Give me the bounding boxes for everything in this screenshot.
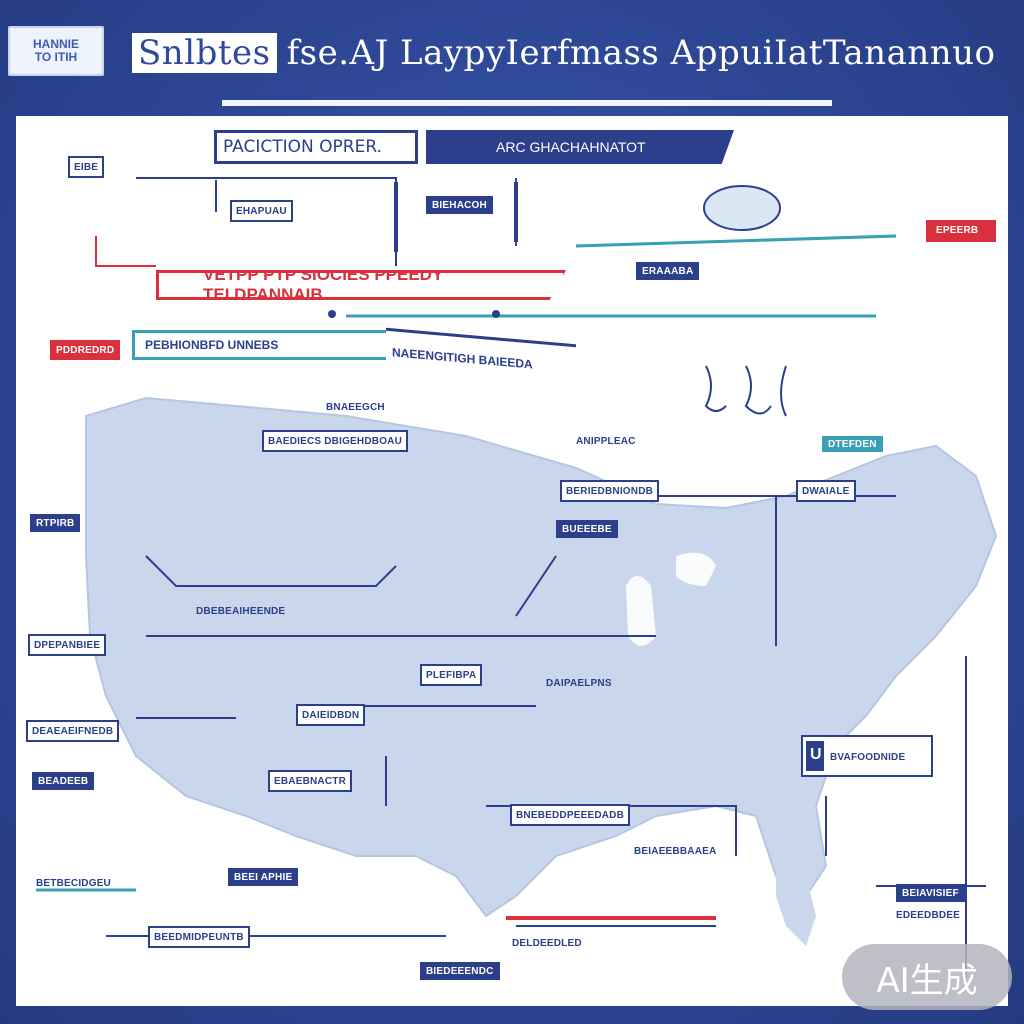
mid-label-a: BAEDIECS DBIGEHDBOAU: [262, 430, 409, 452]
west-label-b: DEAEAEIFNEDB: [26, 720, 120, 742]
right-dark-label: ERAAABA: [636, 262, 700, 280]
mid-label-c: ANIPPLEAC: [576, 435, 636, 447]
south-label-e: BIEDEEENDC: [420, 962, 500, 980]
east-label-b: DTEFDEN: [822, 436, 883, 452]
ribbon-right: ARC GHACHAHNATOT: [426, 130, 734, 164]
us-landmass: [85, 396, 998, 918]
teal-banner-left: PEBHIONBFD UNNEBS: [132, 330, 392, 360]
se-label-b: EDEEDBDEE: [896, 909, 961, 921]
map-panel: PACICTION OPRER. ARC GHACHAHNATOT VETPP …: [16, 116, 1008, 1006]
south-label-c: BEEDMIDPEUNTB: [148, 926, 250, 948]
top-divider: [222, 100, 832, 106]
red-banner: VETPP PTP SIOCIES PPEEDY TEI.DPANNAIB: [156, 270, 566, 300]
west-label-a: DPEPANBIEE: [28, 634, 107, 656]
florida: [776, 856, 816, 946]
box-u-text: BVAFOODNIDE: [830, 751, 906, 763]
right-red-label: EPEERB: [930, 220, 985, 240]
east-label-c: DWAIALE: [796, 480, 856, 502]
sw-label-b: DELDEEDLED: [512, 937, 582, 949]
grid-label: BIEHACOH: [426, 196, 493, 214]
title-part1: Snlbtes: [132, 33, 277, 73]
page-title: Snlbtes fse.AJ LaypyIerfmass AppuiIatTan…: [132, 26, 1012, 80]
ribbon-left: PACICTION OPRER.: [214, 130, 418, 164]
center-label-c: DAIEIDBDN: [296, 704, 366, 726]
left-red-label: PDDREDRD: [50, 340, 121, 360]
badge-line1: HANNIE: [32, 37, 79, 51]
tl-label: EIBE: [68, 156, 105, 178]
south-label-a: BNEBEDDPEEEDADB: [510, 804, 631, 826]
center-label-a: PLEFIBPA: [420, 664, 483, 686]
great-lakes: [626, 552, 716, 646]
logo-badge: HANNIE TO ITIH: [8, 26, 104, 76]
title-part2: fse.AJ LaypyIerfmass AppuiIatTanannuo: [286, 33, 996, 73]
center-label-d: EBAEBNACTR: [268, 770, 352, 792]
globe-icon: [703, 185, 781, 231]
node-dot: [328, 310, 336, 318]
top-box-label: EHAPUAU: [230, 200, 293, 222]
ornament-figures: [704, 365, 787, 417]
sw-label-a: BETBECIDGEU: [36, 877, 111, 889]
south-label-d: BEEI APHIE: [228, 868, 299, 886]
east-label-a: BERIEDBNIONDB: [560, 480, 660, 502]
box-u: U: [810, 746, 822, 763]
west-label-d: BEADEEB: [32, 772, 95, 790]
mid-label-b: BNAEEGCH: [326, 401, 385, 413]
tower-icon: [394, 182, 398, 252]
ai-generated-badge: AI生成: [842, 944, 1012, 1010]
south-label-b: BEIAEEBBAAEA: [634, 845, 717, 857]
us-map-graphic: [36, 132, 998, 986]
center-label-b: DAIPAELPNS: [546, 677, 612, 689]
left-dark-label: RTPIRB: [30, 514, 81, 532]
east-label-d: BUEEEBE: [556, 520, 618, 538]
badge-line2: TO ITIH: [34, 50, 78, 64]
tower-icon: [514, 182, 518, 242]
west-label-c: DBEBEAIHEENDE: [196, 605, 286, 617]
top-ribbon: PACICTION OPRER. ARC GHACHAHNATOT: [214, 130, 734, 166]
south-red-bar: [506, 916, 716, 920]
node-dot: [492, 310, 500, 318]
se-label-a: BEIAVISIEF: [896, 884, 965, 902]
